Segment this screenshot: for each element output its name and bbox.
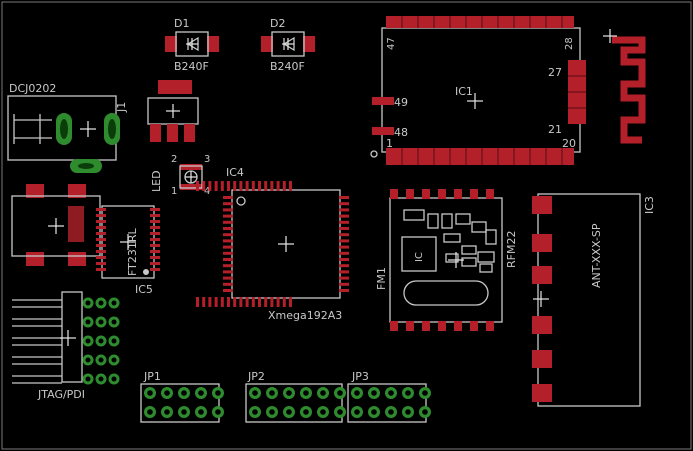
jp3-label: JP3 [351,370,369,383]
ic5-label: IC5 [135,283,153,296]
d1-value-label: B240F [174,60,209,73]
d2-value-label: B240F [270,60,305,73]
header-jp3[interactable] [347,383,431,423]
diode-d1[interactable] [165,31,219,57]
mcu-value-label: Xmega192A3 [268,309,342,322]
usb-chip-label: FT231RL [126,228,139,276]
crystal-oscillator[interactable] [11,184,101,266]
ic1-pin1-label: 1 [386,137,393,150]
led-pin3-label: 3 [204,154,210,165]
diode-d2[interactable] [261,31,315,57]
ic1-pin20-label: 20 [562,137,576,150]
pcb-antenna[interactable] [603,29,646,144]
status-led[interactable] [179,164,203,190]
jtag-label: JTAG/PDI [37,388,85,401]
led-pin2-label: 2 [171,154,177,165]
ic-marker-label: IC [414,252,425,262]
ic1-pin48-label: 48 [394,126,408,139]
ic1-label: IC1 [455,85,473,98]
led-label: LED [150,170,163,192]
radio-module-ic1[interactable] [370,16,586,165]
power-jack-j1[interactable] [7,95,120,173]
ic1-pin27-label: 27 [548,66,562,79]
d1-name-label: D1 [174,17,189,30]
ic3-label: IC3 [643,196,656,214]
j1-label: J1 [115,102,128,113]
header-jp2[interactable] [245,383,346,423]
chip-antenna-ic3[interactable] [532,193,641,407]
ic1-pin21-label: 21 [548,123,562,136]
led-pin4-label: 4 [204,186,210,197]
jp1-label: JP1 [143,370,161,383]
rfm-label: RFM22 [505,231,518,268]
jtag-header[interactable] [12,291,120,385]
header-jp1[interactable] [140,383,224,423]
fm1-label: FM1 [375,267,388,290]
ic1-pin47-label: 47 [386,37,397,50]
usb-chip-ic5[interactable] [96,205,160,279]
ic1-pin28-label: 28 [564,37,575,50]
rf-module-fm1[interactable] [389,189,503,331]
d2-name-label: D2 [270,17,285,30]
power-jack-label: DCJ0202 [9,82,56,95]
jp2-label: JP2 [247,370,265,383]
ic4-label: IC4 [226,166,244,179]
antenna-value-label: ANT-XXX-SP [590,223,603,288]
led-pin1-label: 1 [171,186,177,197]
microcontroller-ic4[interactable] [196,181,349,307]
ic1-pin49-label: 49 [394,96,408,109]
voltage-regulator[interactable] [147,80,199,142]
